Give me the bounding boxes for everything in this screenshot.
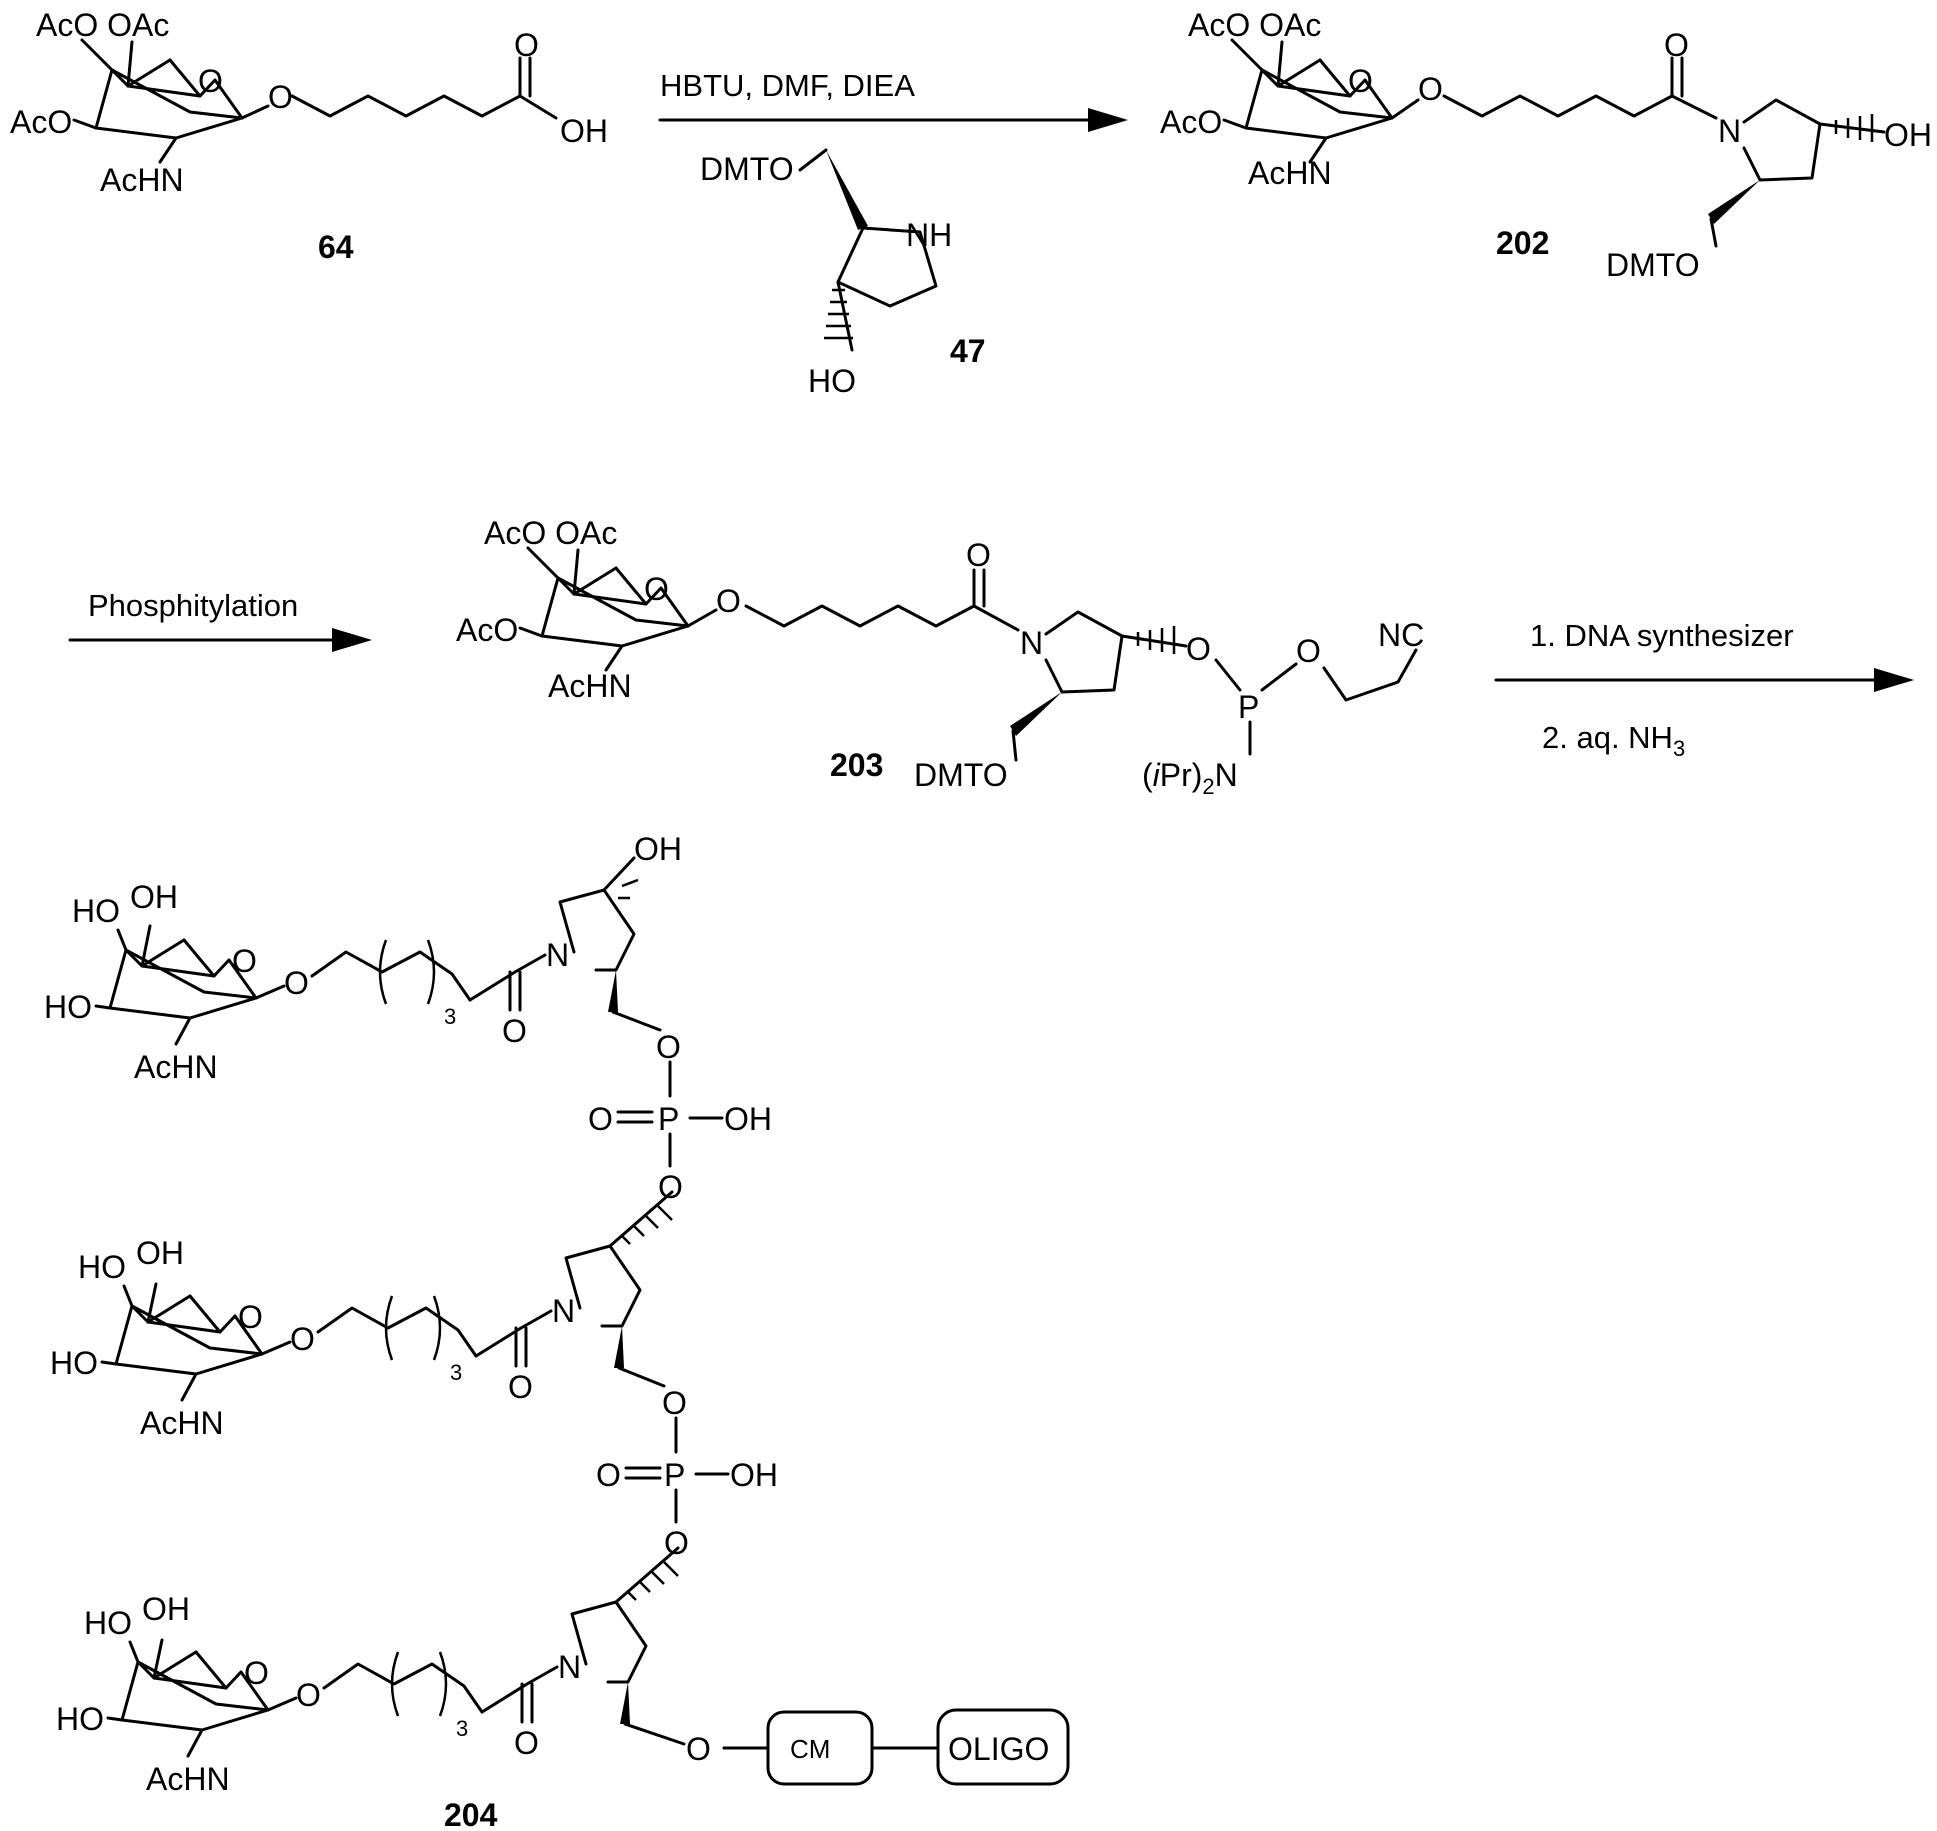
atom-label-n3-204-3: 3 — [456, 1716, 468, 1741]
reagent-step-1: HBTU, DMF, DIEA — [660, 68, 915, 103]
atom-label-o-204-3a: O — [686, 1731, 711, 1767]
atom-label-ring-o-204-2: O — [238, 1299, 263, 1335]
atom-label-ho-204-1b: HO — [44, 989, 92, 1025]
atom-label-n-203: N — [1020, 625, 1043, 661]
atom-label-achn-204-1: AcHN — [134, 1049, 218, 1085]
compound-204-unit-2: HOOH HO O AcHN O 3 O N O — [50, 1192, 687, 1441]
atom-label-o-ce-203: O — [1296, 633, 1321, 669]
atom-label-ring-o-204-3: O — [244, 1655, 269, 1691]
compound-number-204: 204 — [444, 1797, 498, 1831]
atom-label-carbonyl-o-64: O — [514, 27, 539, 63]
atom-label-carbonyl-o-204-2: O — [508, 1369, 533, 1405]
atom-label-p-link-2: P — [664, 1457, 685, 1493]
atom-label-ho-47: HO — [808, 363, 856, 399]
atom-label-n-202: N — [1718, 113, 1741, 149]
atom-label-n3-204-2: 3 — [450, 1360, 462, 1385]
atom-label-p-link-2-o: O — [596, 1457, 621, 1493]
atom-label-n-204-1: N — [546, 937, 569, 973]
atom-label-ho-oh-204-2: HOOH — [78, 1235, 184, 1285]
atom-label-ho-204-2b: HO — [50, 1345, 98, 1381]
atom-label-dmto-47: DMTO — [700, 151, 794, 187]
atom-label-n-204-3: N — [558, 1649, 581, 1685]
atom-label-glyco-o-203: O — [716, 583, 741, 619]
atom-label-ho-oh-204-1: HOOH — [72, 879, 178, 929]
atom-label-dmto-203: DMTO — [914, 757, 1008, 793]
atom-label-aco-203: AcO — [456, 612, 518, 648]
compound-number-64: 64 — [318, 229, 354, 265]
phosphate-linker-2: O P OH O — [596, 1418, 778, 1561]
atom-label-aco-202: AcO — [1160, 104, 1222, 140]
phosphate-linker-1: O P OH O — [588, 1062, 772, 1205]
atom-label-oh-202: OH — [1884, 117, 1932, 153]
atom-label-o-phos-203: O — [1186, 631, 1211, 667]
atom-label-achn-204-2: AcHN — [140, 1405, 224, 1441]
atom-label-ring-o-204-1: O — [232, 943, 257, 979]
atom-label-carbonyl-o-204-1: O — [502, 1013, 527, 1049]
atom-label-n3-204-1: 3 — [444, 1004, 456, 1029]
atom-label-glyco-o-204-3: O — [296, 1677, 321, 1713]
compound-number-202: 202 — [1496, 225, 1549, 261]
atom-label-p-link-1: P — [658, 1101, 679, 1137]
compound-number-203: 203 — [830, 747, 883, 783]
reagent-step-3a: 1. DNA synthesizer — [1530, 618, 1794, 653]
atom-label-glyco-o-204-2: O — [290, 1321, 315, 1357]
compound-64-structure: AcO OAc AcO O AcHN O O OH — [10, 7, 608, 198]
atom-label-aco-64: AcO — [10, 104, 72, 140]
atom-label-glyco-o-204-1: O — [284, 965, 309, 1001]
atom-label-o-204-2a: O — [662, 1385, 687, 1421]
compound-47-structure: DMTO NH HO — [700, 150, 952, 399]
compound-203-structure: AcO OAc AcO O AcHN O O N O P O NC DMTO (… — [456, 515, 1424, 799]
compound-204-unit-3: HOOH HO O AcHN O 3 O N O CM OLIGO — [56, 1548, 1068, 1797]
reaction-arrow-1-head — [1088, 108, 1128, 132]
atom-label-carbonyl-o-202: O — [1664, 27, 1689, 63]
reaction-arrow-3-head — [1874, 668, 1914, 692]
atom-label-glyco-o-64: O — [268, 79, 293, 115]
atom-label-acoac-202: AcO OAc — [1188, 7, 1321, 43]
oligo-label: OLIGO — [948, 1731, 1049, 1767]
atom-label-nc-203: NC — [1378, 617, 1424, 653]
atom-label-acoac-203: AcO OAc — [484, 515, 617, 551]
atom-label-oh-64: OH — [560, 113, 608, 149]
atom-label-ring-o-203: O — [644, 571, 669, 607]
atom-label-p-203: P — [1238, 689, 1259, 725]
atom-label-p-link-1-oh: OH — [724, 1101, 772, 1137]
atom-label-nh-47: NH — [906, 217, 952, 253]
atom-label-oh-204-1: OH — [634, 831, 682, 867]
reagent-step-3b: 2. aq. NH3 — [1542, 720, 1685, 761]
compound-204-unit-1: HOOH HO O AcHN O 3 O N OH O — [44, 831, 682, 1085]
reagent-step-2: Phosphitylation — [88, 588, 298, 623]
reaction-arrow-2-head — [332, 628, 372, 652]
atom-label-n-204-2: N — [552, 1293, 575, 1329]
atom-label-achn-203: AcHN — [548, 668, 632, 704]
atom-label-ring-o-202: O — [1348, 63, 1373, 99]
atom-label-carbonyl-o-203: O — [966, 537, 991, 573]
atom-label-achn-204-3: AcHN — [146, 1761, 230, 1797]
atom-label-ho-204-3b: HO — [56, 1701, 104, 1737]
atom-label-ring-o-64: O — [198, 63, 223, 99]
atom-label-achn-202: AcHN — [1248, 155, 1332, 191]
atom-label-achn-64: AcHN — [100, 162, 184, 198]
atom-label-dmto-202: DMTO — [1606, 247, 1700, 283]
cm-label: CM — [790, 1734, 830, 1764]
atom-label-carbonyl-o-204-3: O — [514, 1725, 539, 1761]
atom-label-o-204-1a: O — [656, 1029, 681, 1065]
atom-label-p-link-2-oh: OH — [730, 1457, 778, 1493]
atom-label-glyco-o-202: O — [1418, 71, 1443, 107]
atom-label-ho-oh-204-3: HOOH — [84, 1591, 190, 1641]
atom-label-p-link-1-o: O — [588, 1101, 613, 1137]
atom-label-acoac-64: AcO OAc — [36, 7, 169, 43]
compound-number-47: 47 — [950, 333, 986, 369]
atom-label-ipr2n-203: (iPr)2N — [1142, 757, 1238, 799]
